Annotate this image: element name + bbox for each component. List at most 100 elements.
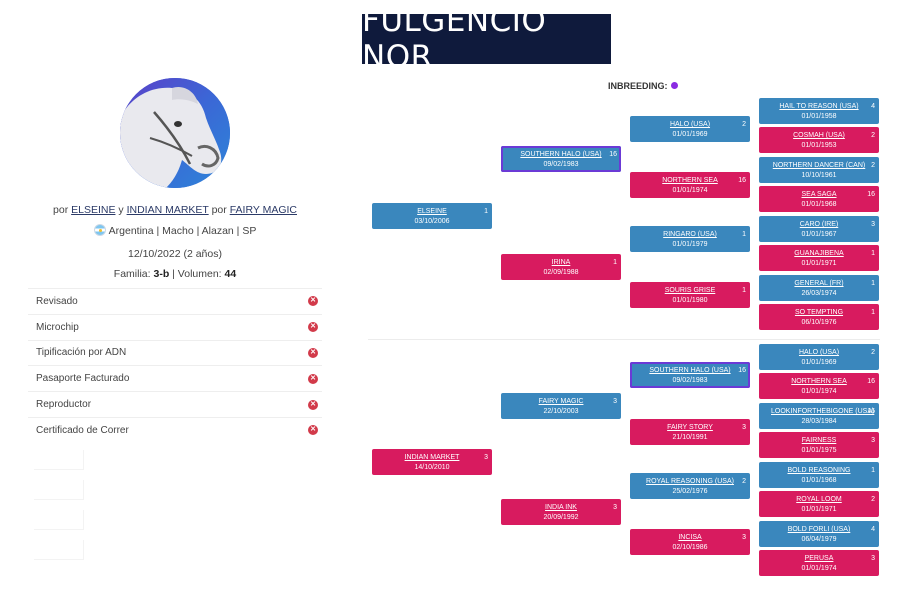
- birth-date: 12/10/2022 (2 años): [128, 248, 222, 260]
- horse-birth-date: 10/10/1961: [801, 172, 837, 179]
- pedigree-divider: [368, 339, 880, 340]
- horse-name-link[interactable]: ROYAL LOOM: [796, 496, 842, 503]
- occurrence-count: 16: [609, 151, 617, 158]
- horse-name-link[interactable]: GUANAJIBENA: [794, 250, 844, 257]
- horse-name-link[interactable]: NORTHERN SEA: [791, 378, 847, 385]
- cross-icon: ✕: [308, 399, 318, 410]
- occurrence-count: 1: [742, 287, 746, 294]
- occurrence-count: 3: [613, 398, 617, 405]
- horse-birth-date: 09/02/1983: [543, 161, 579, 168]
- volume-label: | Volumen:: [172, 268, 222, 280]
- horse-name-link[interactable]: ELSEINE: [417, 208, 447, 215]
- check-reproductor: Reproductor✕: [28, 391, 322, 417]
- horse-name-link[interactable]: INDIAN MARKET: [404, 454, 460, 461]
- dam-sire-link[interactable]: FAIRY MAGIC: [229, 204, 297, 216]
- occurrence-count: 4: [871, 103, 875, 110]
- check-revisado: Revisado ✕: [28, 288, 322, 314]
- occurrence-count: 3: [484, 454, 488, 461]
- check-label: Microchip: [36, 321, 79, 333]
- horse-birth-date: 06/04/1979: [801, 536, 837, 543]
- horse-birth-date: 28/03/1984: [801, 418, 837, 425]
- horse-name-link[interactable]: SOUTHERN HALO (USA): [649, 367, 731, 374]
- horse-name-link[interactable]: NORTHERN DANCER (CAN): [772, 162, 866, 169]
- occurrence-count: 3: [742, 534, 746, 541]
- horse-name-link[interactable]: COSMAH (USA): [793, 132, 845, 139]
- horse-name-link[interactable]: CARO (IRE): [799, 221, 839, 228]
- pedigree-node-g4[interactable]: BOLD FORLI (USA) 06/04/1979 4: [759, 521, 879, 547]
- horse-birth-date: 03/10/2006: [414, 218, 450, 225]
- horse-name-link[interactable]: LOOKINFORTHEBIGONE (USA): [771, 408, 875, 415]
- horse-name-link[interactable]: RINGARO (USA): [663, 231, 717, 238]
- pedigree-node-g2[interactable]: FAIRY MAGIC 22/10/2003 3: [501, 393, 621, 419]
- check-pasaporte: Pasaporte Facturado✕: [28, 365, 322, 391]
- occurrence-count: 3: [742, 424, 746, 431]
- horse-name-link[interactable]: PERUSA: [804, 555, 834, 562]
- occurrence-count: 1: [871, 280, 875, 287]
- horse-birth-date: 26/03/1974: [801, 290, 837, 297]
- check-label: Revisado: [36, 295, 78, 307]
- horse-birth-date: 01/01/1975: [801, 447, 837, 454]
- horse-name-link[interactable]: BOLD REASONING: [787, 467, 851, 474]
- pedigree-node-g3[interactable]: INCISA 02/10/1986 3: [630, 529, 750, 555]
- horse-name-link[interactable]: INDIA INK: [545, 504, 577, 511]
- horse-name-link[interactable]: FAIRY STORY: [667, 424, 713, 431]
- horse-name-link[interactable]: SEA SAGA: [801, 191, 837, 198]
- status-checklist: Revisado✕ Microchip✕ Tipificación por AD…: [28, 288, 322, 443]
- connector-text: y: [118, 204, 124, 216]
- pedigree-node-g4[interactable]: GENERAL (FR) 26/03/1974 1: [759, 275, 879, 301]
- horse-name-link[interactable]: ROYAL REASONING (USA): [646, 478, 734, 485]
- horse-name-link[interactable]: IRINA: [551, 259, 571, 266]
- horse-name-link[interactable]: SOURIS GRISE: [664, 287, 716, 294]
- horse-name-link[interactable]: BOLD FORLI (USA): [787, 526, 851, 533]
- horse-name-link[interactable]: GENERAL (FR): [794, 280, 844, 287]
- cross-icon: ✕: [308, 373, 318, 384]
- placeholder-block: [34, 480, 84, 500]
- inbreeding-indicator: INBREEDING:: [608, 81, 678, 91]
- horse-name-link[interactable]: INCISA: [678, 534, 702, 541]
- horse-name-link[interactable]: HALO (USA): [798, 349, 840, 356]
- cross-icon: ✕: [308, 296, 318, 307]
- occurrence-count: 16: [867, 378, 875, 385]
- horse-name-link[interactable]: NORTHERN SEA: [662, 177, 718, 184]
- horse-birth-date: 22/10/2003: [543, 408, 579, 415]
- parentage-line: por ELSEINE y INDIAN MARKET por FAIRY MA…: [0, 204, 350, 216]
- horse-birth-date: 01/01/1974: [801, 565, 837, 572]
- dam-link[interactable]: INDIAN MARKET: [126, 204, 209, 216]
- horse-birth-date: 02/10/1986: [672, 544, 708, 551]
- horse-name-link[interactable]: SOUTHERN HALO (USA): [520, 151, 602, 158]
- horse-name-link[interactable]: FAIRY MAGIC: [538, 398, 584, 405]
- horse-name-link[interactable]: HALO (USA): [669, 121, 711, 128]
- sire-link[interactable]: ELSEINE: [71, 204, 116, 216]
- pedigree-node-g2[interactable]: SOUTHERN HALO (USA) 09/02/1983 16: [501, 146, 621, 172]
- check-microchip: Microchip✕: [28, 313, 322, 340]
- occurrence-count: 4: [871, 526, 875, 533]
- horse-name-link[interactable]: HAIL TO REASON (USA): [779, 103, 859, 110]
- horse-name-link[interactable]: FAIRNESS: [801, 437, 837, 444]
- horse-name-link[interactable]: SO TEMPTING: [794, 309, 844, 316]
